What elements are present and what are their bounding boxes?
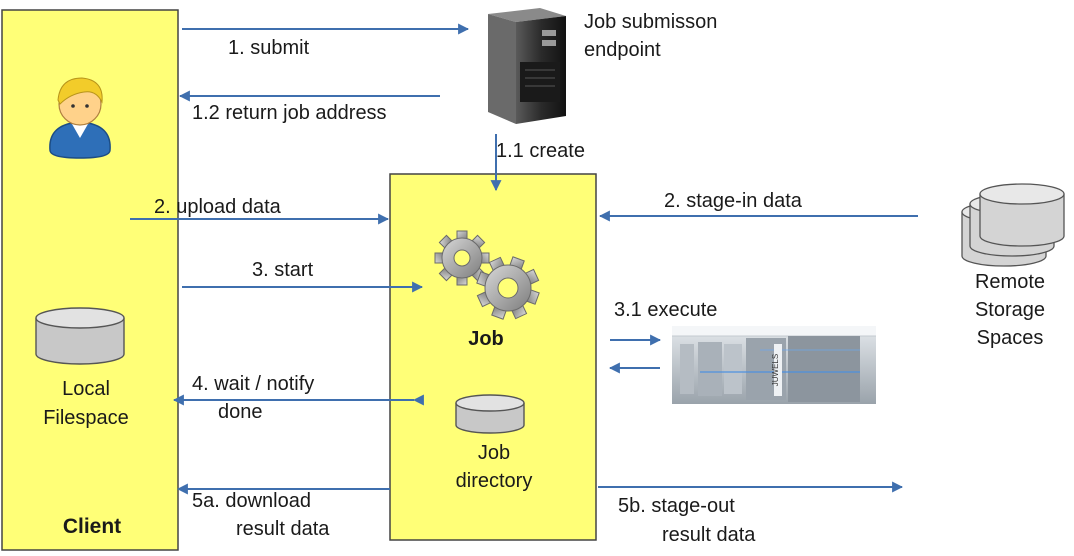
endpoint-label-line2: endpoint bbox=[584, 39, 661, 61]
wait-notify-label-line1: 4. wait / notify bbox=[192, 373, 314, 395]
remote-storage-label-line1: Remote bbox=[975, 271, 1045, 293]
job-box bbox=[389, 173, 597, 541]
wait-notify-label-line2: done bbox=[218, 401, 263, 423]
execute-label: 3.1 execute bbox=[614, 299, 717, 321]
endpoint-label-line1: Job submisson bbox=[584, 11, 717, 33]
gears-icon bbox=[434, 230, 540, 320]
local-filespace-label-line2: Filespace bbox=[43, 407, 129, 429]
stage-in-label: 2. stage-in data bbox=[664, 190, 803, 212]
submit-label: 1. submit bbox=[228, 37, 310, 59]
job-title: Job bbox=[468, 328, 504, 350]
remote-storage-drums-icon bbox=[961, 183, 1065, 267]
client-title: Client bbox=[63, 515, 121, 538]
user-avatar-icon bbox=[49, 77, 111, 159]
create-label: 1.1 create bbox=[496, 140, 585, 162]
remote-storage-label-line2: Storage bbox=[975, 299, 1045, 321]
stage-out-label-line1: 5b. stage-out bbox=[618, 495, 735, 517]
supercomputer-image: JUWELS bbox=[672, 326, 876, 404]
job-directory-drum-icon bbox=[455, 394, 525, 434]
job-directory-label-line2: directory bbox=[456, 470, 533, 492]
job-directory-label-line1: Job bbox=[478, 442, 510, 464]
download-label-line1: 5a. download bbox=[192, 490, 311, 512]
return-address-label: 1.2 return job address bbox=[192, 102, 387, 124]
local-filespace-drum-icon bbox=[35, 307, 125, 365]
start-label: 3. start bbox=[252, 259, 314, 281]
machine-label: JUWELS bbox=[771, 354, 780, 386]
arrows bbox=[130, 23, 918, 495]
remote-storage-label-line3: Spaces bbox=[977, 327, 1044, 349]
local-filespace-label-line1: Local bbox=[62, 378, 110, 400]
download-label-line2: result data bbox=[236, 518, 330, 540]
stage-out-label-line2: result data bbox=[662, 524, 756, 546]
upload-label: 2. upload data bbox=[154, 196, 282, 218]
server-icon bbox=[488, 8, 566, 124]
